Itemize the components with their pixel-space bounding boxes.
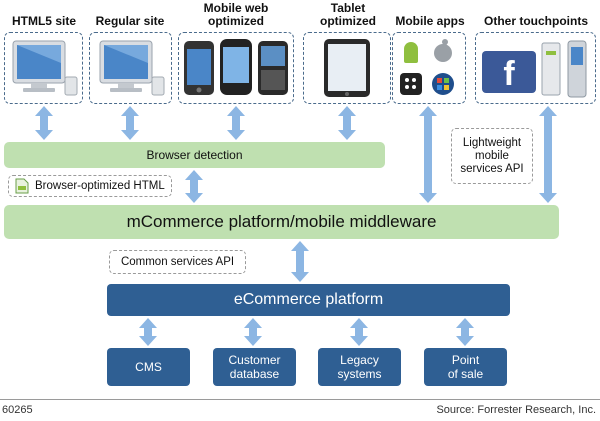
html-document-icon [15, 178, 29, 194]
mcommerce-platform-bar: mCommerce platform/mobile middleware [4, 205, 559, 239]
lightweight-api-label: Lightweight mobile services API [460, 136, 524, 175]
column-label-mobile-apps: Mobile apps [395, 14, 465, 28]
backend-label-legacy-systems: Legacy systems [337, 353, 382, 381]
device-box-regular [89, 32, 172, 104]
device-box-other: f [475, 32, 596, 104]
source-credit: Source: Forrester Research, Inc. [436, 404, 596, 416]
desktop-computer-icon [12, 40, 78, 96]
arrow-mobileapps-to-mcommerce [419, 106, 437, 203]
device-box-html5 [4, 32, 83, 104]
common-services-api-note: Common services API [109, 250, 246, 274]
backend-label-cms: CMS [135, 360, 162, 374]
arrow-other-to-mcommerce [539, 106, 557, 203]
device-box-tablet [303, 32, 391, 104]
ecommerce-platform-label: eCommerce platform [233, 291, 384, 308]
common-services-api-label: Common services API [120, 256, 235, 268]
column-label-other: Other touchpoints [484, 14, 588, 28]
arrow-html5-to-browser [35, 106, 53, 140]
column-label-html5: HTML5 site [11, 14, 76, 28]
svg-text:f: f [503, 55, 515, 93]
desktop-computer-icon [99, 40, 165, 96]
arrow-mobileweb-to-browser [227, 106, 245, 140]
arrow-ecommerce-to-legacy [350, 318, 368, 346]
browser-detection-bar: Browser detection [4, 142, 385, 168]
column-label-tablet: Tablet optimized [320, 1, 376, 28]
column-label-regular: Regular site [95, 14, 165, 28]
arrow-ecommerce-to-pos [456, 318, 474, 346]
app-platform-logos-icon [400, 39, 454, 95]
browser-optimized-html-label: Browser-optimized HTML [35, 180, 165, 192]
arrow-ecommerce-to-customer-db [244, 318, 262, 346]
footer-divider [0, 399, 600, 400]
mcommerce-platform-label: mCommerce platform/mobile middleware [126, 212, 437, 231]
arrow-regular-to-browser [121, 106, 139, 140]
browser-detection-label: Browser detection [146, 148, 243, 162]
arrow-mcommerce-to-ecommerce [291, 241, 309, 282]
touchpoint-devices-icon: f [482, 40, 587, 98]
arrow-tablet-to-browser [338, 106, 356, 140]
lightweight-api-note: Lightweight mobile services API [451, 128, 533, 184]
backend-box-customer-database: Customer database [213, 348, 296, 386]
column-label-mobile-web: Mobile web optimized [203, 1, 269, 28]
tablet-icon [324, 39, 370, 97]
figure-id: 60265 [2, 404, 33, 416]
arrow-browser-to-mcommerce [185, 170, 203, 203]
smartphones-icon [184, 39, 288, 95]
backend-box-cms: CMS [107, 348, 190, 386]
backend-label-point-of-sale: Point of sale [447, 353, 484, 381]
device-box-mobile-web [178, 32, 294, 104]
browser-optimized-html-note: Browser-optimized HTML [8, 175, 172, 197]
arrow-ecommerce-to-cms [139, 318, 157, 346]
device-box-mobile-apps [392, 32, 466, 104]
backend-label-customer-database: Customer database [228, 353, 281, 381]
backend-box-point-of-sale: Point of sale [424, 348, 507, 386]
ecommerce-platform-box: eCommerce platform [107, 284, 510, 316]
backend-box-legacy-systems: Legacy systems [318, 348, 401, 386]
